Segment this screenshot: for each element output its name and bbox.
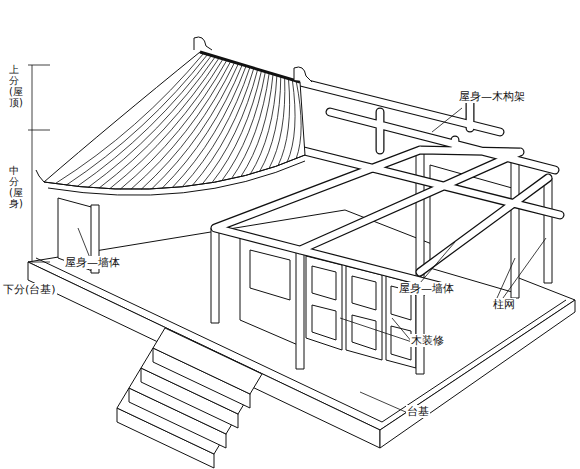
steps [117, 328, 262, 468]
section-label: 上分(屋顶) [8, 64, 20, 108]
part-label: 木装修 [410, 334, 445, 347]
roof-tile [278, 79, 290, 166]
part-label: 屋身—墙体 [398, 282, 455, 295]
roof-tile [260, 76, 281, 171]
roof [36, 37, 312, 195]
roof-tile [131, 61, 231, 189]
roof-tile [202, 69, 258, 184]
roof-tile [99, 58, 219, 188]
section-label: 下分(台基) [2, 283, 57, 296]
roof-tile [182, 67, 250, 187]
part-label: 屋身—墙体 [64, 256, 121, 269]
roof-tile [88, 57, 215, 188]
wood-fittings [250, 250, 416, 368]
step-tread [153, 328, 262, 394]
roof-tile [222, 72, 266, 181]
roof-tile [120, 60, 227, 189]
roof-tile [77, 55, 211, 186]
dimension-bracket [28, 65, 50, 262]
part-label: 台基 [406, 405, 430, 418]
roof-tile [172, 66, 246, 188]
walls [58, 165, 512, 345]
roof-tile [296, 81, 301, 159]
roof-tile [212, 70, 262, 182]
roof-tile [287, 80, 295, 163]
leader-lines [78, 108, 546, 413]
roof-tile [162, 65, 242, 189]
part-label: 屋身—木构架 [458, 90, 526, 103]
roof-tile [152, 64, 239, 189]
section-label: 中分(屋身) [8, 165, 20, 209]
part-label: 柱网 [492, 298, 516, 311]
